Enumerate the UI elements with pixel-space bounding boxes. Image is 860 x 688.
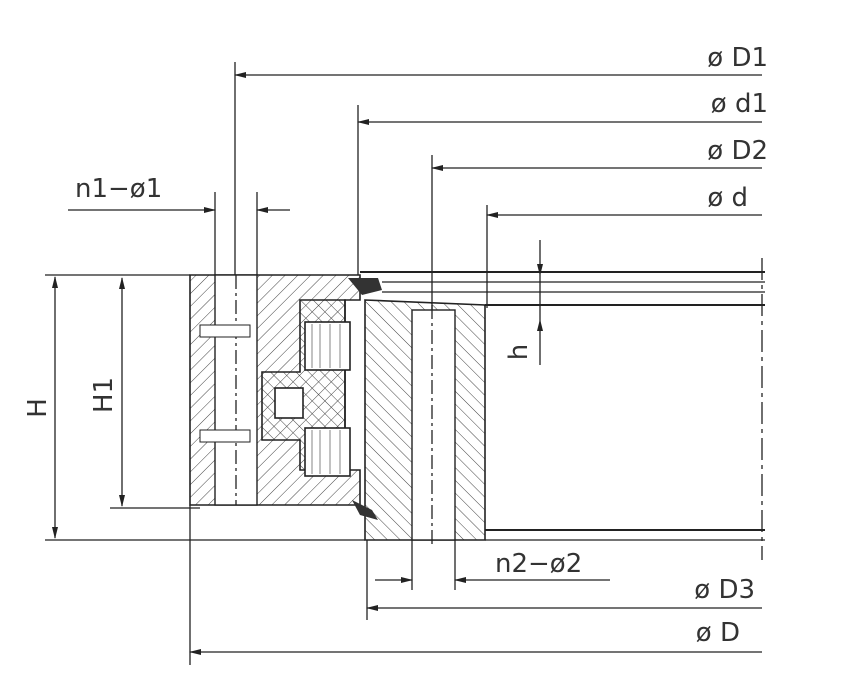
dim-h: h — [504, 240, 543, 365]
dim-H: H — [23, 274, 365, 541]
label-D3: ø D3 — [694, 575, 755, 605]
label-n1: n1−ø1 — [75, 174, 162, 204]
label-h: h — [504, 344, 534, 360]
dim-D1: ø D1 — [234, 43, 768, 275]
label-H: H — [23, 398, 53, 418]
dim-H1: H1 — [89, 277, 200, 509]
dim-n2: n2−ø2 — [375, 540, 610, 590]
label-D2: ø D2 — [707, 136, 768, 166]
label-n2: n2−ø2 — [495, 549, 582, 579]
seals — [348, 278, 382, 520]
dim-D: ø D — [189, 505, 762, 665]
label-D1: ø D1 — [707, 43, 768, 73]
label-d: ø d — [707, 183, 748, 213]
dim-n1: n1−ø1 — [68, 174, 290, 275]
dim-D3: ø D3 — [366, 540, 762, 620]
dim-d: ø d — [486, 183, 762, 308]
rollers — [274, 321, 351, 477]
inner-ring — [364, 299, 486, 545]
label-H1: H1 — [89, 377, 119, 413]
label-D: ø D — [696, 618, 740, 648]
dim-D2: ø D2 — [431, 136, 768, 310]
ring-extension — [360, 258, 765, 560]
label-d1: ø d1 — [711, 89, 768, 119]
dim-d1: ø d1 — [357, 89, 768, 275]
